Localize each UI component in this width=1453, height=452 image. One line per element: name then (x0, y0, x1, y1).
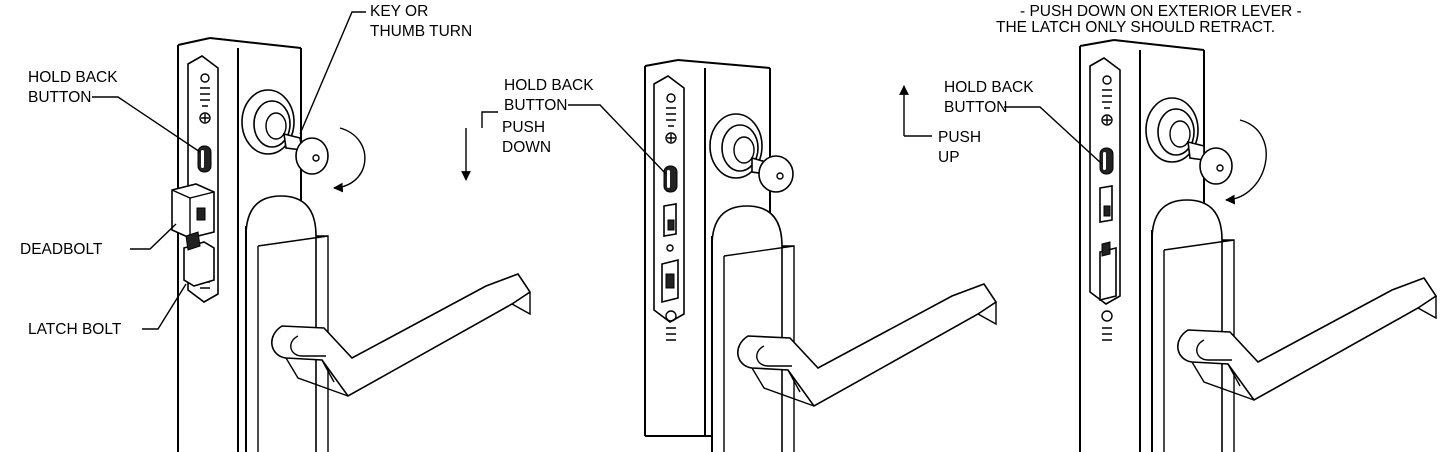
label-latch-bolt: LATCH BOLT (28, 321, 122, 338)
cylinder-2 (709, 113, 794, 193)
latch-bolt-part (183, 231, 215, 287)
label-button-1: BUTTON (28, 89, 91, 106)
label-hold-back-3: HOLD BACK (944, 79, 1034, 96)
label-thumb-turn: THUMB TURN (370, 23, 472, 40)
label-button-2: BUTTON (504, 97, 567, 114)
label-push-3: PUSH (938, 129, 981, 146)
label-hold-back-2: HOLD BACK (504, 77, 594, 94)
figure-1: KEY OR THUMB TURN HOLD BACK BUTTON DEADB… (20, 3, 531, 452)
plate-2 (653, 75, 685, 341)
figure-3: - PUSH DOWN ON EXTERIOR LEVER - THE LATC… (899, 3, 1437, 452)
cylinder-1 (241, 89, 329, 175)
label-down-2: DOWN (502, 139, 551, 156)
label-deadbolt: DEADBOLT (20, 241, 103, 258)
rotation-arrow-icon (333, 127, 366, 193)
deadbolt-part (171, 183, 215, 239)
label-up-3: UP (938, 149, 960, 166)
label-button-3: BUTTON (944, 99, 1007, 116)
lever-trim-3 (1151, 199, 1437, 452)
note-line-1: - PUSH DOWN ON EXTERIOR LEVER - (1020, 3, 1302, 20)
label-push-2: PUSH (502, 119, 545, 136)
lever-trim-1 (245, 195, 531, 452)
lever-trim-2 (711, 205, 997, 452)
label-hold-back-1: HOLD BACK (28, 69, 118, 86)
cylinder-3 (1145, 97, 1233, 185)
rotation-arrow-icon (1225, 119, 1267, 205)
note-line-2: THE LATCH ONLY SHOULD RETRACT. (996, 19, 1275, 36)
figure-2: PUSH DOWN (461, 59, 997, 452)
plate-3 (1089, 57, 1121, 341)
label-key-or: KEY OR (370, 3, 428, 20)
